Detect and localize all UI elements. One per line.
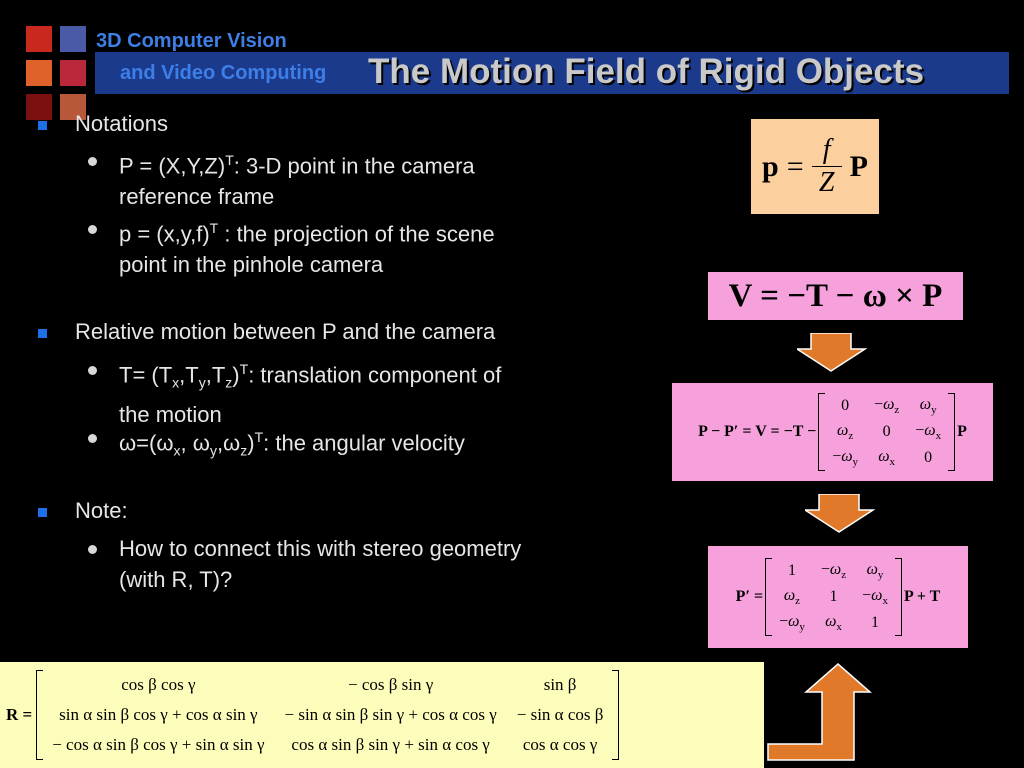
- matrix-cell: ωz: [783, 586, 801, 608]
- matrix-cell: −ωy: [779, 612, 805, 634]
- matrix-row: 0 −ωz ωy: [824, 393, 949, 419]
- bullet-projection-definition: p = (x,y,f)T : the projection of the sce…: [119, 220, 495, 278]
- matrix-row: 1 −ωz ωy: [771, 558, 896, 584]
- matrix-cell: −ωz: [874, 395, 900, 417]
- arrow-down-icon: [797, 333, 867, 372]
- matrix-cell: 0: [882, 423, 891, 440]
- matrix-cell: 1: [787, 562, 796, 579]
- bullet-square: [38, 329, 47, 338]
- matrix-cell: 0: [841, 397, 850, 414]
- matrix-cell: ωy: [919, 395, 937, 417]
- bullet-dot: [88, 434, 97, 443]
- matrix-row: cos β cos γ − cos β sin γ sin β: [42, 670, 613, 700]
- bent-arrow-icon: [767, 663, 872, 761]
- matrix-cell: −ωx: [915, 421, 942, 443]
- course-name-line1: 3D Computer Vision: [96, 30, 287, 52]
- matrix-cell: −ωz: [820, 560, 847, 582]
- bullet-relative-motion: Relative motion between P and the camera: [75, 319, 496, 344]
- bullet-square: [38, 121, 47, 130]
- matrix-row: ωz 1 −ωx: [771, 584, 896, 610]
- matrix-cell: ωx: [878, 447, 896, 469]
- velocity-equation: V = −T − ω × P: [708, 272, 963, 320]
- projection-equation: p = f Z P: [751, 119, 879, 214]
- bullet-square: [38, 508, 47, 517]
- logo-square-4: [60, 60, 86, 86]
- matrix-row: −ωy ωx 0: [824, 445, 949, 471]
- bullet-angular-velocity: ω=(ωx, ωy,ωz)T: the angular velocity: [119, 429, 465, 459]
- matrix-cell: 0: [924, 449, 933, 466]
- page-title: The Motion Field of Rigid Objects: [368, 52, 925, 91]
- skew-matrix: 0 −ωz ωy ωz 0 −ωx −ωy ωx 0: [818, 393, 956, 471]
- matrix-cell: 1: [829, 588, 838, 605]
- rotation-matrix-R: cos β cos γ − cos β sin γ sin β sin α sin β…: [36, 670, 620, 760]
- bullet-dot: [88, 225, 97, 234]
- matrix-cell: − cos β sin γ: [347, 675, 434, 694]
- matrix-row: − cos α sin β cos γ + sin α sin γ cos α s…: [42, 730, 613, 760]
- matrix-cell: − cos α sin β cos γ + sin α sin γ: [52, 735, 265, 754]
- matrix-cell: ωy: [866, 560, 884, 582]
- bullet-p-definition: P = (X,Y,Z)T: 3-D point in the camera re…: [119, 152, 475, 210]
- matrix-cell: cos β cos γ: [121, 675, 196, 694]
- logo-square-5: [26, 94, 52, 120]
- matrix-cell: sin β: [543, 675, 577, 694]
- matrix-cell: ωx: [825, 612, 842, 634]
- matrix-row: −ωy ωx 1: [771, 610, 896, 636]
- bullet-notations: Notations: [75, 111, 168, 136]
- bullet-dot: [88, 545, 97, 554]
- course-name-line2: and Video Computing: [120, 62, 327, 84]
- bullet-dot: [88, 157, 97, 166]
- matrix-cell: −ωy: [832, 447, 859, 469]
- bullet-dot: [88, 366, 97, 375]
- rotation-matrix-small: 1 −ωz ωy ωz 1 −ωx −ωy ωx 1: [765, 558, 902, 636]
- matrix-cell: ωz: [837, 421, 854, 443]
- matrix-cell: 1: [871, 614, 880, 631]
- logo-square-3: [26, 60, 52, 86]
- arrow-down-icon: [805, 494, 875, 533]
- bullet-translation: T= (Tx,Ty,Tz)T: translation component of…: [119, 361, 502, 427]
- matrix-cell: cos α sin β sin γ + sin α cos γ: [291, 735, 490, 754]
- logo-square-6: [60, 94, 86, 120]
- title-bar: [95, 52, 1009, 94]
- matrix-cell: − sin α sin β sin γ + cos α cos γ: [284, 705, 497, 724]
- matrix-cell: −ωx: [862, 586, 888, 608]
- logo-square-2: [60, 26, 86, 52]
- matrix-row: ωz 0 −ωx: [824, 419, 949, 445]
- bullet-note: Note:: [75, 498, 128, 523]
- matrix-cell: sin α sin β cos γ + cos α sin γ: [59, 705, 258, 724]
- matrix-cell: − sin α cos β: [516, 705, 604, 724]
- logo-square-1: [26, 26, 52, 52]
- bullet-note-question: How to connect this with stereo geometry…: [119, 536, 522, 592]
- matrix-cell: cos α cos γ: [522, 735, 598, 754]
- matrix-row: sin α sin β cos γ + cos α sin γ − sin α s…: [42, 700, 613, 730]
